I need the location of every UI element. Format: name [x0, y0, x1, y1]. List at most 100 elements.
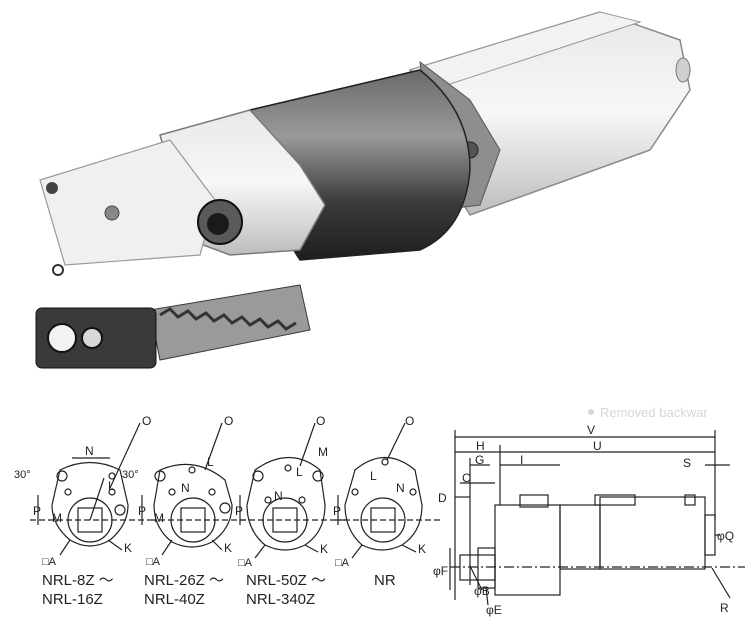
label-d: D [438, 491, 447, 505]
bolt-hole [264, 496, 272, 504]
bolt-hole [219, 502, 231, 514]
bolt-hole [298, 496, 306, 504]
product-photo [35, 11, 691, 369]
label-n: N [274, 489, 283, 503]
label-f: φF [433, 564, 448, 578]
bolt-hole [114, 504, 126, 516]
leader-r [711, 567, 731, 599]
bolt-hole [154, 470, 166, 482]
variant-nr [335, 422, 440, 559]
body-front [494, 504, 561, 596]
bolt-hole [312, 470, 324, 482]
label-o: O [142, 414, 151, 428]
bolt-hole [208, 488, 216, 496]
variant-caption-2b: NRL-40Z [144, 591, 205, 608]
label-p: P [138, 504, 146, 518]
leader-o [386, 422, 406, 461]
body-mid [559, 504, 601, 570]
flange-3 [684, 494, 696, 506]
label-a: □A [238, 557, 253, 569]
label-k: K [124, 541, 132, 555]
leader-k [401, 544, 417, 553]
variant-caption-4: NR [374, 572, 396, 589]
leader-o [109, 422, 141, 489]
leader-k [304, 544, 319, 553]
bolt-hole [64, 488, 72, 496]
label-i: I [520, 453, 523, 467]
label-a: □A [42, 556, 57, 568]
flange-outline [51, 461, 129, 547]
leader-e [485, 587, 489, 606]
bolt-hole [188, 466, 196, 474]
label-k: K [224, 541, 232, 555]
coupling-hole-icon-2 [81, 327, 103, 349]
flange-2 [594, 494, 636, 506]
variant-nrl-50z [239, 422, 345, 559]
label-p: P [235, 504, 243, 518]
bolt-hole [351, 488, 359, 496]
leader-a [254, 544, 266, 559]
label-a: □A [335, 557, 350, 569]
label-l: L [207, 455, 214, 469]
leader-b [469, 565, 483, 591]
label-p: P [333, 504, 341, 518]
watermark-dot [588, 409, 594, 415]
label-m: M [52, 511, 62, 525]
bolt-hole [252, 470, 264, 482]
bolt-hole [56, 470, 68, 482]
label-angle1: 30° [14, 469, 31, 481]
bolt-hole [108, 488, 116, 496]
port-icon [46, 182, 58, 194]
label-n: N [181, 481, 190, 495]
label-g: G [475, 453, 484, 467]
bolt-hole [284, 464, 292, 472]
variant-caption-1b: NRL-16Z [42, 591, 103, 608]
label-q: φQ [717, 529, 734, 543]
bore-square [180, 507, 206, 533]
variant-caption-3a: NRL-50Z ～ [246, 572, 326, 589]
shaft-end [704, 514, 716, 556]
variant-caption-3b: NRL-340Z [246, 591, 315, 608]
leader-k [107, 539, 123, 551]
label-r: R [720, 601, 729, 615]
label-l: L [370, 469, 377, 483]
variant-nrl-26z [141, 422, 250, 556]
leader-o [299, 422, 316, 467]
label-l: L [108, 479, 115, 493]
variant-caption-1a: NRL-8Z ～ [42, 572, 114, 589]
coupling-hole-icon [47, 323, 77, 353]
side-view-drawing [449, 430, 745, 606]
label-n: N [85, 444, 94, 458]
leader-a [59, 539, 71, 556]
label-k: K [418, 542, 426, 556]
shaft-teeth [159, 307, 297, 331]
label-o: O [405, 414, 414, 428]
label-o: O [224, 414, 233, 428]
label-v: V [587, 423, 595, 437]
label-o: O [316, 414, 325, 428]
label-s: S [683, 456, 691, 470]
label-m: M [154, 511, 164, 525]
leader-a [351, 544, 363, 559]
label-u: U [593, 439, 602, 453]
port-icon-2 [104, 205, 120, 221]
bolt-hole [168, 488, 176, 496]
clip-icon [52, 264, 64, 276]
leader-o [204, 422, 223, 471]
label-p: P [33, 504, 41, 518]
variant-nrl-8z [30, 422, 150, 556]
leader-a [161, 539, 173, 556]
label-l: L [296, 465, 303, 479]
label-angle2: 30° [122, 469, 139, 481]
bolt-hole [381, 458, 389, 466]
label-b: φB [474, 584, 490, 598]
knurled-nut-bore [207, 213, 229, 235]
bolt-hole [409, 488, 417, 496]
label-e: φE [486, 603, 502, 617]
leader-l [89, 477, 105, 521]
watermark-text: Removed backwar [600, 405, 708, 420]
label-m: M [318, 445, 328, 459]
label-h: H [476, 439, 485, 453]
leader-k [211, 539, 223, 551]
